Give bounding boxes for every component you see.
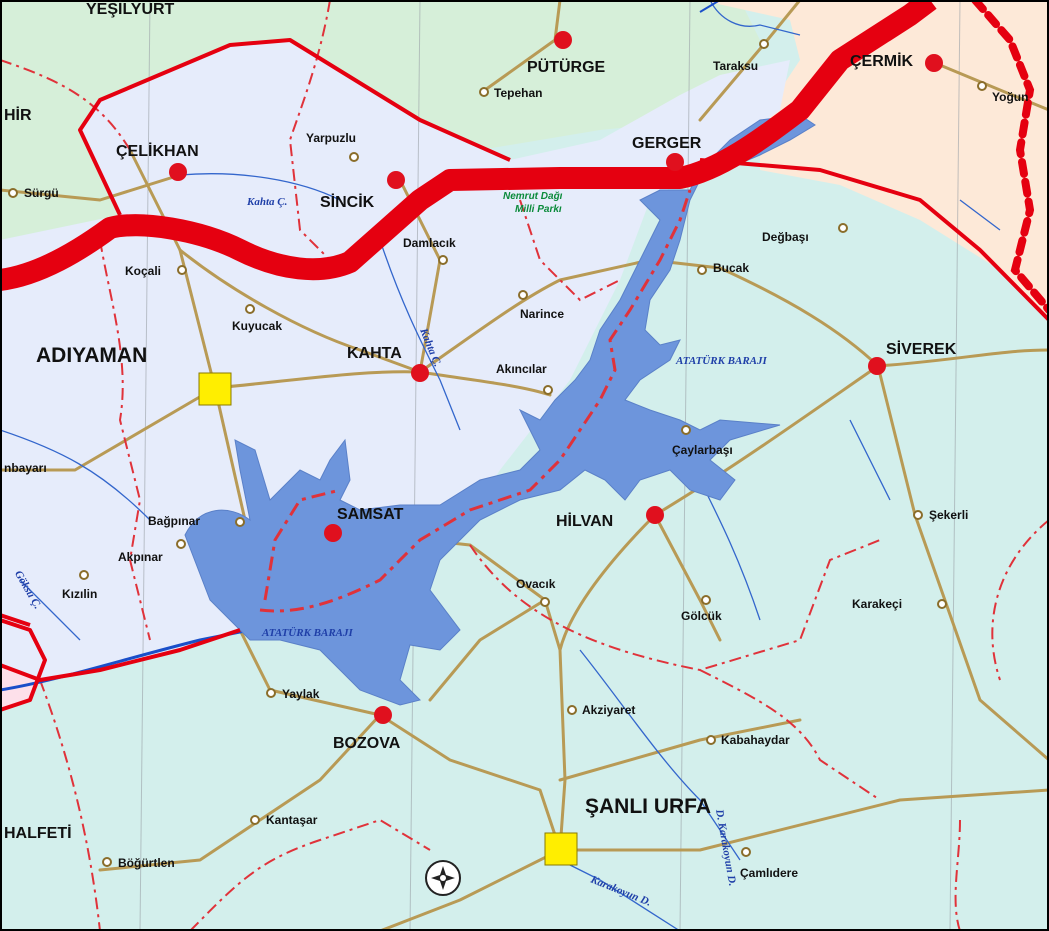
district-center-icon <box>169 163 187 181</box>
district-center-icon <box>324 524 342 542</box>
village-label: Yaylak <box>282 687 320 701</box>
village-icon <box>540 597 550 607</box>
village-icon <box>479 87 489 97</box>
district-center-icon <box>374 706 392 724</box>
district-center-label: KAHTA <box>347 345 402 362</box>
village-icon <box>102 857 112 867</box>
village-icon <box>759 39 769 49</box>
district-center-label: BOZOVA <box>333 735 401 752</box>
district-center-label: PÜTÜRGE <box>527 57 606 76</box>
village-icon <box>266 688 276 698</box>
village-label: Damlacık <box>403 236 456 250</box>
village-label: Değbaşı <box>762 230 809 244</box>
village-icon <box>838 223 848 233</box>
village-label: Gölcük <box>681 609 722 623</box>
district-center-icon <box>387 171 405 189</box>
village-icon <box>567 705 577 715</box>
water-label: ATATÜRK BARAJI <box>675 354 768 367</box>
village-label: Kabahaydar <box>721 733 790 747</box>
village-icon <box>937 599 947 609</box>
village-label: Bucak <box>713 261 749 275</box>
district-center-label: ÇELİKHAN <box>116 142 199 160</box>
province-border-dotted <box>971 0 1049 314</box>
district-center-icon <box>411 364 429 382</box>
park-label: Nemrut Dağı <box>503 191 563 202</box>
village-label: Kuyucak <box>232 319 282 333</box>
district-center-icon <box>646 506 664 524</box>
border-through-reservoir <box>259 189 692 613</box>
village-label: Narince <box>520 307 564 321</box>
village-icon <box>741 847 751 857</box>
village-label: Böğürtlen <box>118 856 175 870</box>
village-icon <box>681 425 691 435</box>
park-label: Milli Parkı <box>515 204 562 215</box>
village-icon <box>349 152 359 162</box>
village-icon <box>438 255 448 265</box>
province-center-icon <box>544 832 578 866</box>
village-label: Koçali <box>125 264 161 278</box>
village-icon <box>518 290 528 300</box>
village-icon <box>701 595 711 605</box>
village-icon <box>913 510 923 520</box>
province-center-label: ŞANLI URFA <box>585 795 711 818</box>
province-center-icon <box>198 372 232 406</box>
district-center-icon <box>868 357 886 375</box>
province-borders <box>0 38 1049 712</box>
village-label: Kantaşar <box>266 813 318 827</box>
village-icon <box>977 81 987 91</box>
village-icon <box>177 265 187 275</box>
district-center-label: GERGER <box>632 135 702 152</box>
main-highway <box>0 0 937 291</box>
edge-label: YEŞİLYURT <box>86 0 175 18</box>
village-label: Sürgü <box>24 186 59 200</box>
diyarbakir-province <box>700 0 1049 320</box>
village-label: Tepehan <box>494 86 542 100</box>
village-icon <box>176 539 186 549</box>
edge-label: nbayarı <box>4 461 47 475</box>
district-center-label: ÇERMİK <box>850 52 914 70</box>
district-center-label: SİNCİK <box>320 193 375 211</box>
village-label: Ovacık <box>516 577 556 591</box>
village-icon <box>697 265 707 275</box>
edge-label: HALFETİ <box>4 824 72 842</box>
airport-icon <box>425 860 461 896</box>
village-icon <box>245 304 255 314</box>
village-label: Çamlıdere <box>740 866 798 880</box>
village-label: Akıncılar <box>496 362 547 376</box>
district-center-label: HİLVAN <box>556 512 613 530</box>
village-label: Bağpınar <box>148 514 200 528</box>
village-label: Kızılin <box>62 587 97 601</box>
water-label: Kahta Ç. <box>246 196 287 208</box>
district-center-icon <box>554 31 572 49</box>
district-center-icon <box>925 54 943 72</box>
district-center-label: SİVEREK <box>886 340 957 358</box>
village-label: Karakeçi <box>852 597 902 611</box>
water-label: ATATÜRK BARAJI <box>261 626 354 639</box>
district-center-icon <box>666 153 684 171</box>
village-label: Taraksu <box>713 59 758 73</box>
village-label: Yoğun <box>992 90 1028 104</box>
village-icon <box>706 735 716 745</box>
rivers <box>0 0 1001 931</box>
village-label: Şekerli <box>929 508 968 522</box>
district-center-label: SAMSAT <box>337 506 404 523</box>
village-label: Yarpuzlu <box>306 131 356 145</box>
village-label: Akpınar <box>118 550 163 564</box>
village-label: Akziyaret <box>582 703 635 717</box>
village-label: Çaylarbaşı <box>672 443 733 457</box>
village-icon <box>79 570 89 580</box>
village-icon <box>250 815 260 825</box>
province-center-label: ADIYAMAN <box>36 344 147 367</box>
village-icon <box>543 385 553 395</box>
village-icon <box>8 188 18 198</box>
edge-label: HİR <box>4 106 32 124</box>
village-icon <box>235 517 245 527</box>
